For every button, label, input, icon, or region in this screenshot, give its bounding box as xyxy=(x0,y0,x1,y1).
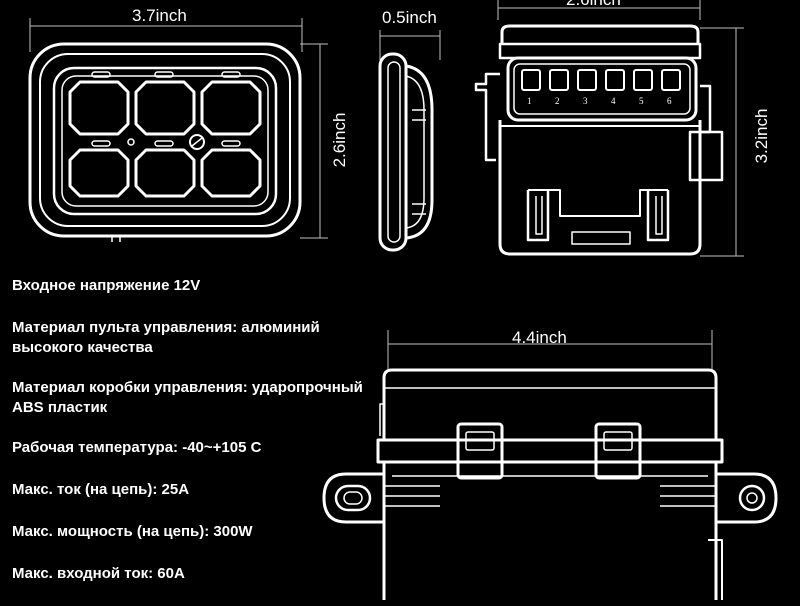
panel-height-label: 2.6inch xyxy=(330,112,349,168)
spec-operating-temperature: Рабочая температура: -40~+105 C xyxy=(12,439,262,456)
terminal-number: 2 xyxy=(555,96,560,106)
terminal-number: 1 xyxy=(527,96,532,106)
specifications-list: Входное напряжение 12V Материал пульта у… xyxy=(12,276,392,606)
spec-box-material: Материал коробки управления: ударопрочны… xyxy=(12,379,363,416)
switch-button-1 xyxy=(68,80,130,136)
control-panel-side-view xyxy=(378,30,441,252)
switch-button-2 xyxy=(134,80,196,136)
switch-button-5 xyxy=(134,148,196,198)
power-icon xyxy=(189,134,205,150)
switch-button-3 xyxy=(200,80,262,136)
spec-input-voltage: Входное напряжение 12V xyxy=(12,277,201,294)
terminal-number: 6 xyxy=(667,96,672,106)
spec-max-current: Макс. ток (на цепь): 25A xyxy=(12,481,190,498)
box-height-label: 3.2inch xyxy=(752,108,771,164)
panel-outer-frame xyxy=(28,42,302,238)
panel-width-label: 3.7inch xyxy=(132,6,187,25)
switch-button-6 xyxy=(200,148,262,198)
spec-panel-material: Материал пульта управления: алюминий выс… xyxy=(12,319,320,356)
switch-buttons xyxy=(68,80,262,198)
terminal-number: 5 xyxy=(639,96,644,106)
box-width-top-label: 2.6inch xyxy=(566,0,621,10)
panel-depth-label: 0.5inch xyxy=(382,8,437,27)
terminal-number: 4 xyxy=(611,96,616,106)
control-box-front-view xyxy=(474,0,744,257)
control-panel-front-view xyxy=(28,18,328,242)
terminal-number: 3 xyxy=(583,96,588,106)
switch-button-4 xyxy=(68,148,130,198)
spec-max-power: Макс. мощность (на цепь): 300W xyxy=(12,523,253,540)
control-box-side-view xyxy=(322,330,778,600)
spec-max-input-current: Макс. входной ток: 60A xyxy=(12,565,185,582)
box-length-label: 4.4inch xyxy=(512,328,567,347)
